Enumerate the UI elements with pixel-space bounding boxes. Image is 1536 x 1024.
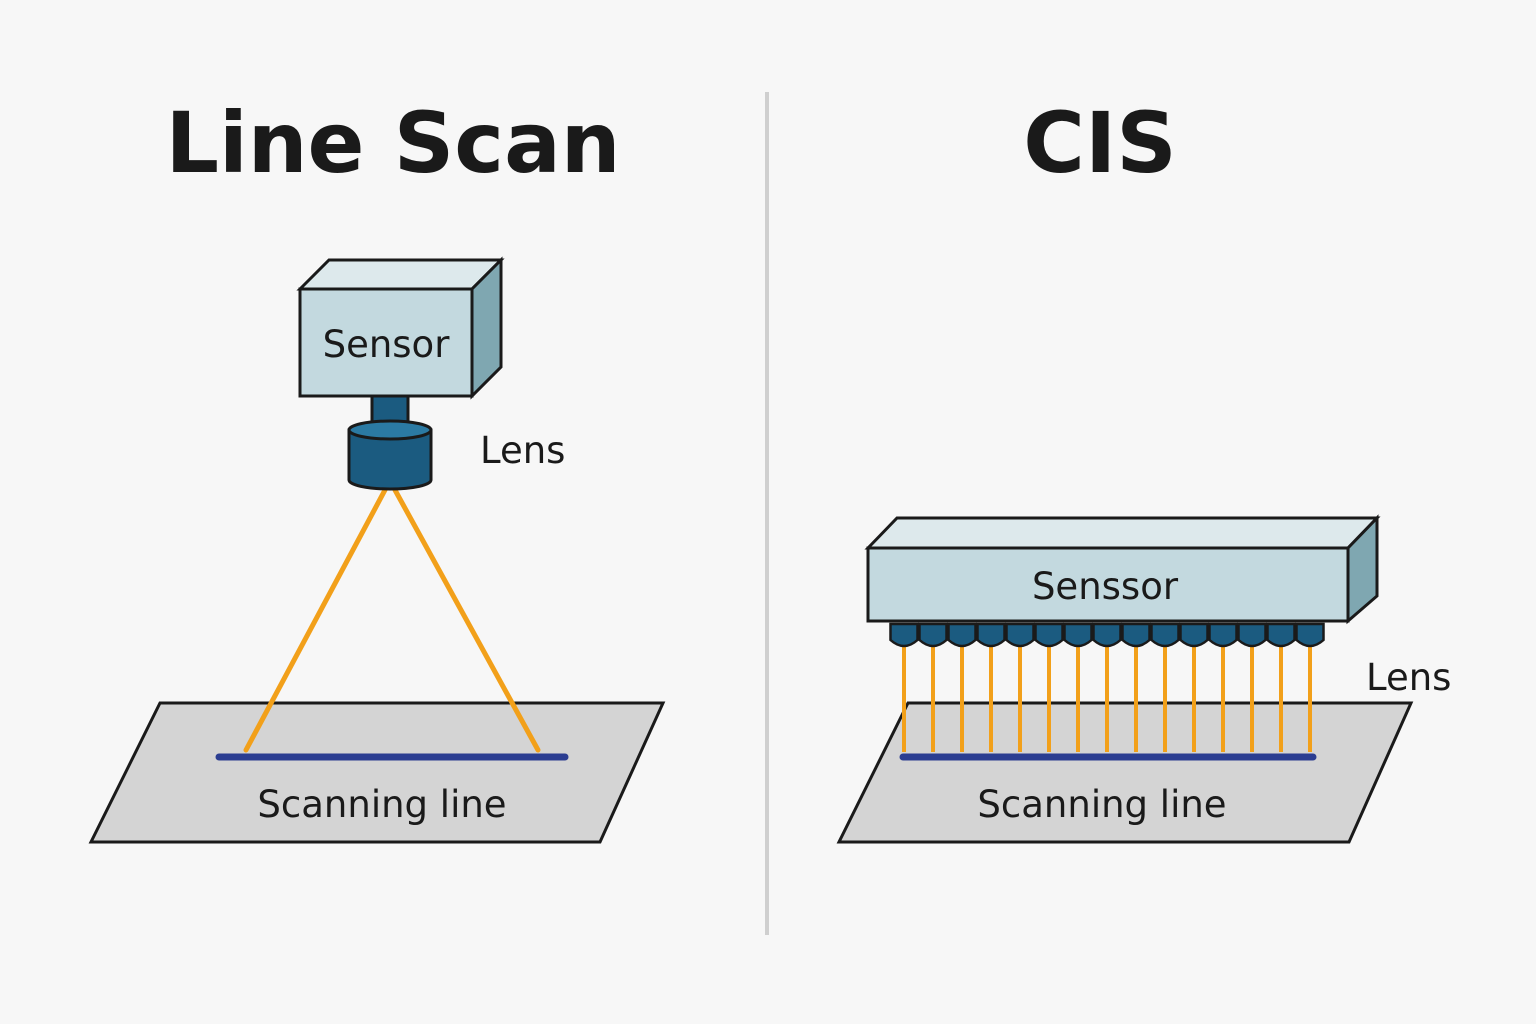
cis-lens	[889, 622, 919, 648]
cis-lens	[976, 622, 1006, 648]
cis-sensor-label: Senssor	[1032, 565, 1179, 608]
cis-lens-array	[889, 622, 1325, 648]
cis-lens	[1295, 622, 1325, 648]
cis-sensor: Senssor	[864, 514, 1381, 625]
cis-scanning-label: Scanning line	[977, 783, 1226, 826]
line-scan-sensor-label: Sensor	[323, 323, 451, 366]
cis-surface	[836, 701, 1414, 844]
line-scan-lens	[347, 394, 433, 491]
cis-lens-label: Lens	[1366, 656, 1451, 699]
line-scan-beam-left	[243, 487, 388, 753]
cis-lens	[1092, 622, 1122, 648]
line-scan-lens-label: Lens	[480, 429, 565, 472]
line-scan-title: Line Scan	[165, 94, 620, 192]
cis-lens	[1237, 622, 1267, 648]
cis-title: CIS	[1023, 94, 1176, 192]
line-scan-scanning-label: Scanning line	[257, 783, 506, 826]
line-scan-sensor: Sensor	[296, 256, 505, 400]
cis-lens	[1121, 622, 1151, 648]
cis-lens	[1034, 622, 1064, 648]
cis-lens	[918, 622, 948, 648]
cis-panel: CIS Senssor Lens Scanning line	[836, 94, 1451, 844]
line-scan-panel: Line Scan Sensor Lens Scanning line	[88, 94, 666, 844]
cis-lens	[1063, 622, 1093, 648]
cis-lens	[1150, 622, 1180, 648]
cis-lens	[947, 622, 977, 648]
cis-lens	[1005, 622, 1035, 648]
cis-lens	[1266, 622, 1296, 648]
line-scan-beam-right	[392, 487, 541, 753]
cis-lens	[1179, 622, 1209, 648]
cis-lens	[1208, 622, 1238, 648]
line-scan-surface	[88, 701, 666, 844]
cis-light-beams	[902, 640, 1312, 752]
